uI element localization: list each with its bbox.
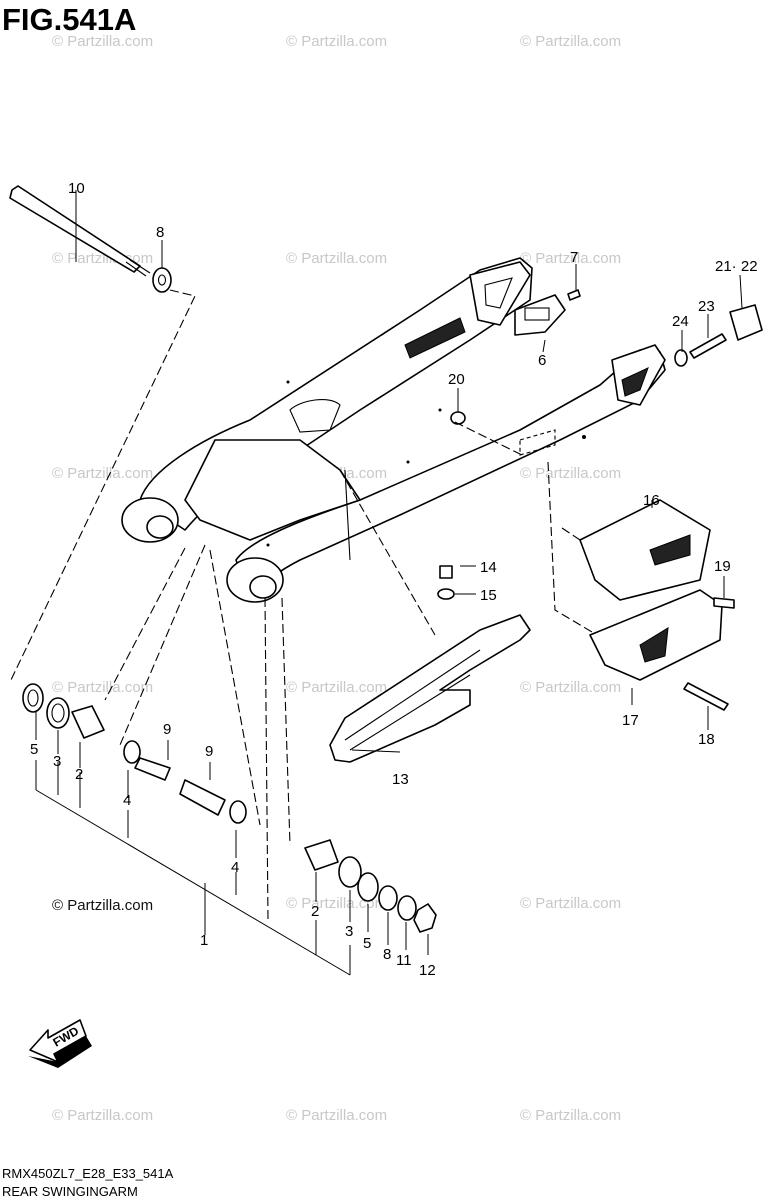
chain-guide [579,499,711,601]
watermark: © Partzilla.com [520,465,621,482]
callout-21-22: 21· 22 [715,258,758,275]
bushing-4-left [123,740,141,764]
watermark: © Partzilla.com [286,895,387,912]
callout-14: 14 [480,559,497,576]
nut-24 [674,349,688,367]
seal-5-right [357,872,379,902]
chain-adjuster [514,294,566,336]
watermark: © Partzilla.com [52,679,153,696]
collar-9-b [179,779,226,816]
watermark: © Partzilla.com [520,679,621,696]
bearing-2-left [71,705,105,739]
callout-3-left: 3 [53,753,61,770]
washer-15 [437,588,455,600]
washer-8 [378,885,398,911]
callout-6: 6 [538,352,546,369]
bolt-7 [567,289,581,301]
callout-4-right: 4 [231,859,239,876]
watermark: © Partzilla.com [286,1107,387,1124]
callout-4-left: 4 [123,792,131,809]
watermark: © Partzilla.com [52,33,153,50]
swingarm-illustration [121,257,666,603]
watermark-emphasized: © Partzilla.com [52,897,153,914]
bolt-19 [713,597,735,609]
pivot-shaft [9,185,151,277]
fwd-arrow-icon: FWD [28,1019,92,1068]
figure-code: RMX450ZL7_E28_E33_541A [2,1166,174,1181]
watermark: © Partzilla.com [520,895,621,912]
callout-3-right: 3 [345,923,353,940]
callout-24: 24 [672,313,689,330]
seal-5-left [22,683,44,713]
watermark: © Partzilla.com [52,1107,153,1124]
callout-5-right: 5 [363,935,371,952]
bolt-18 [683,682,729,711]
seal-3-right [338,856,362,888]
watermark: © Partzilla.com [520,250,621,267]
washer-20 [450,411,466,425]
callout-labels: 10 8 7 6 21· 22 23 24 20 16 19 14 15 17 … [30,180,758,979]
callout-16: 16 [643,492,660,509]
callout-13: 13 [392,771,409,788]
watermark-layer: © Partzilla.com © Partzilla.com © Partzi… [52,33,621,1124]
callout-12: 12 [419,962,436,979]
chain-slider [329,614,531,763]
watermark: © Partzilla.com [520,33,621,50]
callout-1: 1 [200,932,208,949]
watermark: © Partzilla.com [286,679,387,696]
collar-9-a [134,757,171,781]
callout-20: 20 [448,371,465,388]
watermark: © Partzilla.com [520,1107,621,1124]
callout-10: 10 [68,180,85,197]
callout-2-left: 2 [75,766,83,783]
adjuster-block [729,304,763,341]
callout-7: 7 [570,249,578,266]
callout-18: 18 [698,731,715,748]
bearing-2-right [304,839,339,871]
figure-name: REAR SWINGINGARM [2,1184,138,1199]
bushing-4-right [229,800,247,824]
washer-11 [397,895,417,921]
callout-9-a: 9 [163,721,171,738]
callout-2-right: 2 [311,903,319,920]
callout-8-top: 8 [156,224,164,241]
callout-19: 19 [714,558,731,575]
seal-3-left [46,697,70,729]
callout-8-bottom: 8 [383,946,391,963]
adjuster-bolt [689,333,727,359]
callout-5-left: 5 [30,741,38,758]
bolt-14 [439,565,453,579]
watermark: © Partzilla.com [286,33,387,50]
callout-15: 15 [480,587,497,604]
callout-11: 11 [396,952,412,969]
nut-12 [413,903,437,933]
figure-title: FIG.541A [2,2,136,37]
watermark: © Partzilla.com [286,250,387,267]
callout-23: 23 [698,298,715,315]
callout-17: 17 [622,712,639,729]
callout-9-b: 9 [205,743,213,760]
leader-lines [9,190,743,976]
watermark: © Partzilla.com [52,465,153,482]
washer-top [152,267,172,293]
